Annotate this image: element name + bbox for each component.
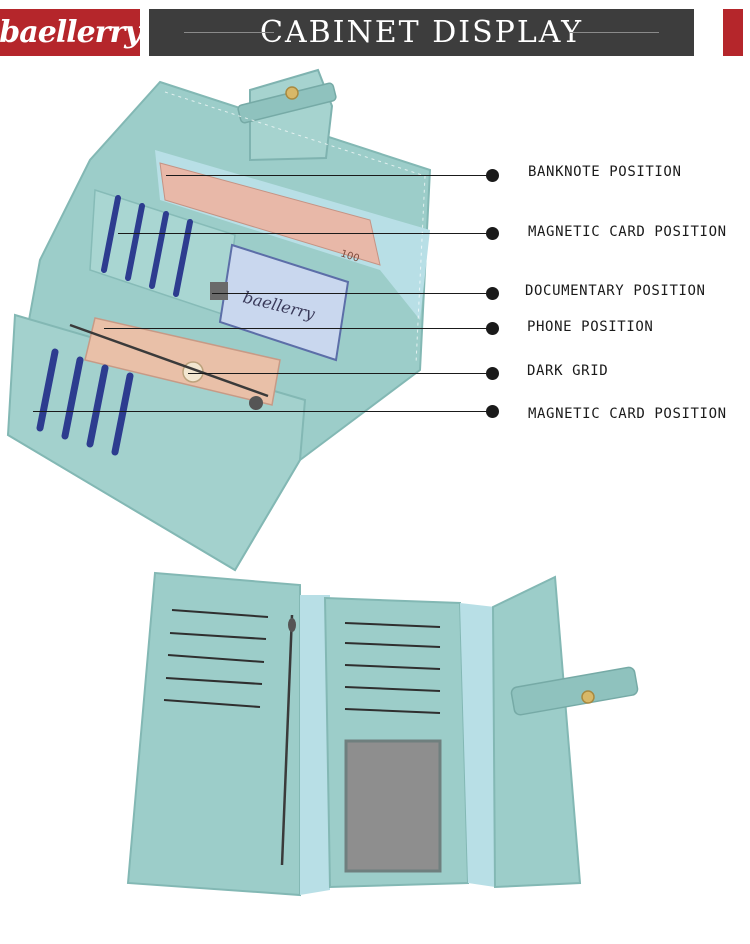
callout-dot-banknote: [486, 169, 499, 182]
header-banner: CABINET DISPLAY: [149, 9, 694, 56]
callout-dot-phone: [486, 322, 499, 335]
callout-dot-dark-grid: [486, 367, 499, 380]
callout-line-dark-grid: [188, 373, 492, 374]
callout-label-card-upper: MAGNETIC CARD POSITION: [528, 224, 727, 240]
callout-dot-document: [486, 287, 499, 300]
callout-label-phone: PHONE POSITION: [527, 319, 654, 335]
callout-line-banknote: [166, 175, 492, 176]
callout-line-card-upper: [118, 233, 492, 234]
wallet-flat-photo: [126, 571, 639, 897]
callout-line-document: [212, 293, 492, 294]
banner-rule-right: [569, 32, 659, 33]
callout-label-card-lower: MAGNETIC CARD POSITION: [528, 406, 727, 422]
callout-label-dark-grid: DARK GRID: [527, 363, 609, 379]
banner-rule-left: [184, 32, 274, 33]
callout-label-banknote: BANKNOTE POSITION: [528, 164, 682, 180]
callout-dot-card-lower: [486, 405, 499, 418]
wallet-open-photo: 100 baellerry: [6, 68, 432, 572]
header-accent: [723, 9, 743, 56]
callout-line-card-lower: [33, 411, 492, 412]
brand-logo: baellerry: [0, 9, 142, 56]
callout-dot-card-upper: [486, 227, 499, 240]
page-title: CABINET DISPLAY: [259, 15, 584, 50]
callout-line-phone: [104, 328, 492, 329]
callout-label-document: DOCUMENTARY POSITION: [525, 283, 706, 299]
